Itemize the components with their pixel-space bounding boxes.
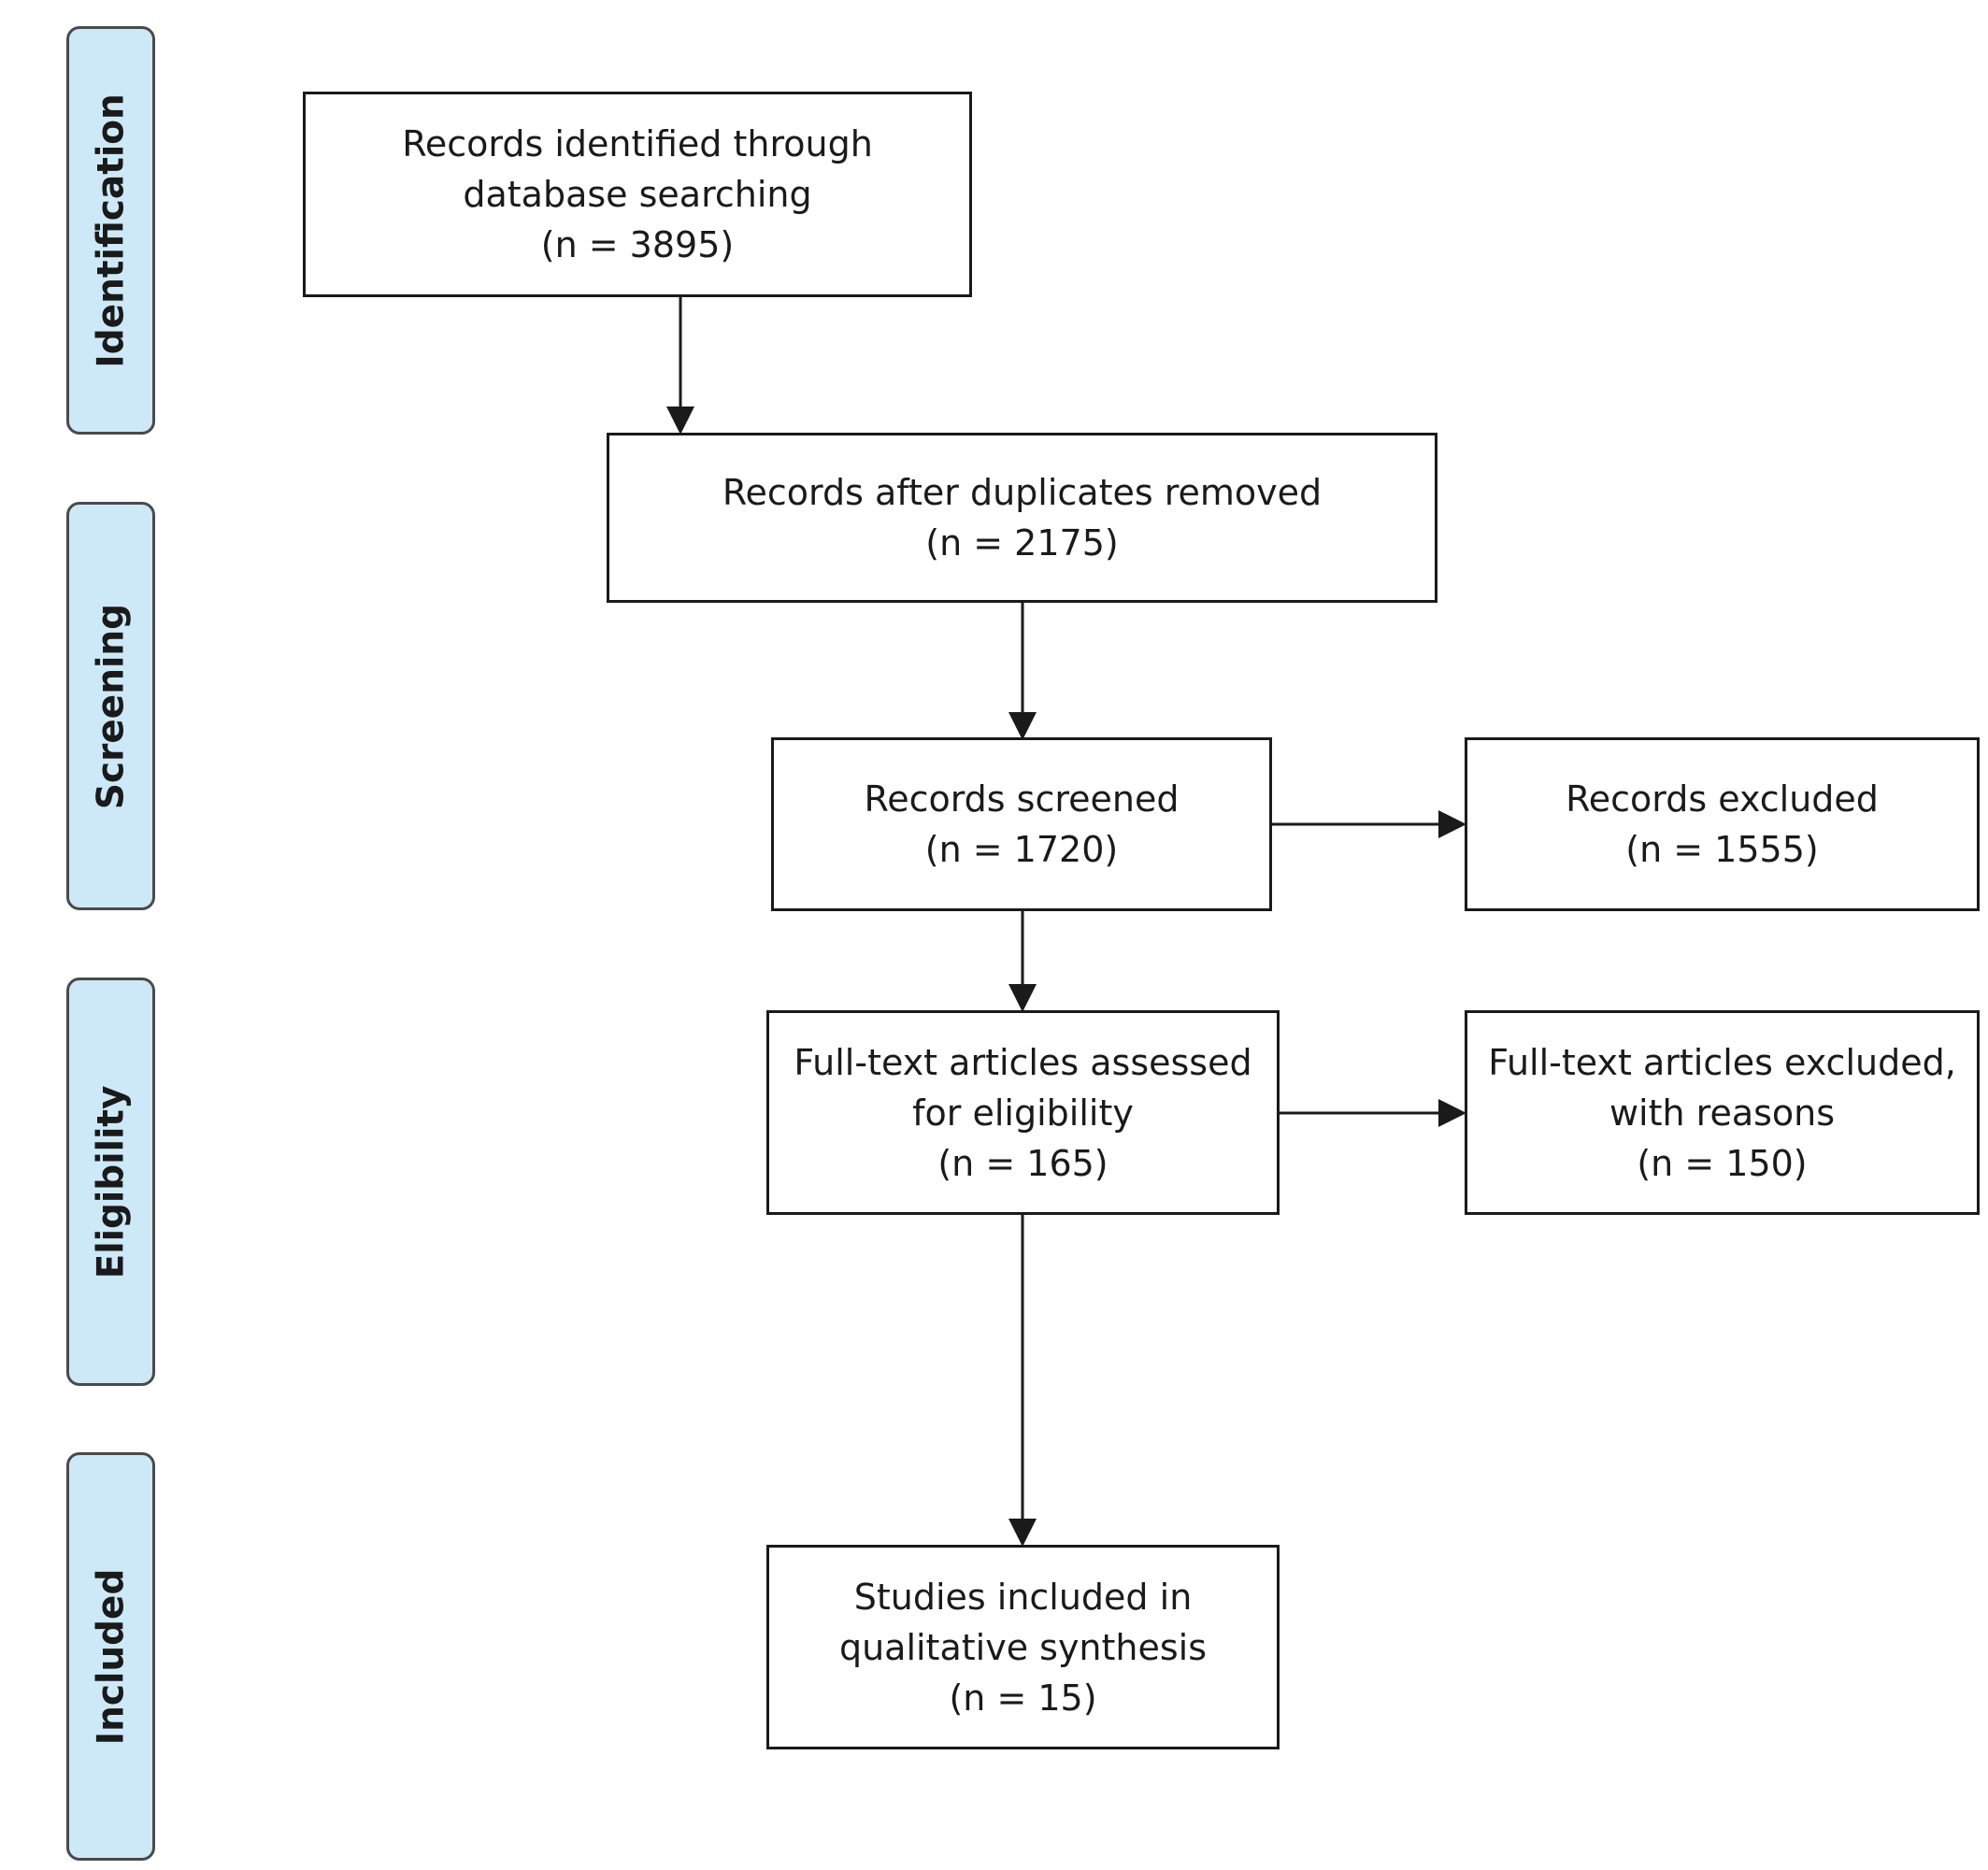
box-records-deduplicated: Records after duplicates removed (n = 21… <box>607 433 1437 603</box>
box-fulltext-excluded-count: (n = 150) <box>1637 1142 1808 1184</box>
box-studies-included-line2: qualitative synthesis <box>838 1626 1208 1668</box>
box-records-identified: Records identified through database sear… <box>303 92 972 297</box>
stage-identification: Identification <box>66 26 155 435</box>
stage-eligibility-label: Eligibility <box>90 1085 132 1278</box>
box-records-identified-line2: database searching <box>463 174 812 215</box>
stage-included: Included <box>66 1452 155 1861</box>
box-records-deduplicated-line1: Records after duplicates removed <box>722 472 1323 513</box>
stage-included-label: Included <box>90 1568 132 1745</box>
box-records-excluded-count: (n = 1555) <box>1625 829 1819 870</box>
box-fulltext-excluded-line2: with reasons <box>1609 1092 1836 1134</box>
box-fulltext-excluded-line1: Full-text articles excluded, <box>1488 1041 1956 1083</box>
box-fulltext-assessed-count: (n = 165) <box>937 1142 1108 1184</box>
box-fulltext-assessed-line2: for eligibility <box>912 1092 1134 1134</box>
box-records-identified-count: (n = 3895) <box>540 224 735 265</box>
stage-eligibility: Eligibility <box>66 978 155 1386</box>
box-fulltext-assessed-line1: Full-text articles assessed <box>794 1041 1252 1083</box>
stage-screening: Screening <box>66 502 155 910</box>
box-studies-included: Studies included in qualitative synthesi… <box>766 1545 1280 1749</box>
box-studies-included-line1: Studies included in <box>853 1576 1193 1618</box>
box-records-excluded: Records excluded (n = 1555) <box>1465 737 1980 911</box>
box-fulltext-excluded: Full-text articles excluded, with reason… <box>1465 1010 1980 1215</box>
box-studies-included-count: (n = 15) <box>949 1677 1097 1719</box>
stage-identification-label: Identification <box>90 93 132 368</box>
box-records-deduplicated-count: (n = 2175) <box>925 522 1119 564</box>
box-records-identified-line1: Records identified through <box>402 123 873 164</box>
box-records-screened-line1: Records screened <box>864 778 1180 820</box>
box-fulltext-assessed: Full-text articles assessed for eligibil… <box>766 1010 1280 1215</box>
box-records-excluded-line1: Records excluded <box>1566 778 1879 820</box>
box-records-screened: Records screened (n = 1720) <box>771 737 1272 911</box>
stage-screening-label: Screening <box>90 603 132 809</box>
box-records-screened-count: (n = 1720) <box>924 829 1119 870</box>
